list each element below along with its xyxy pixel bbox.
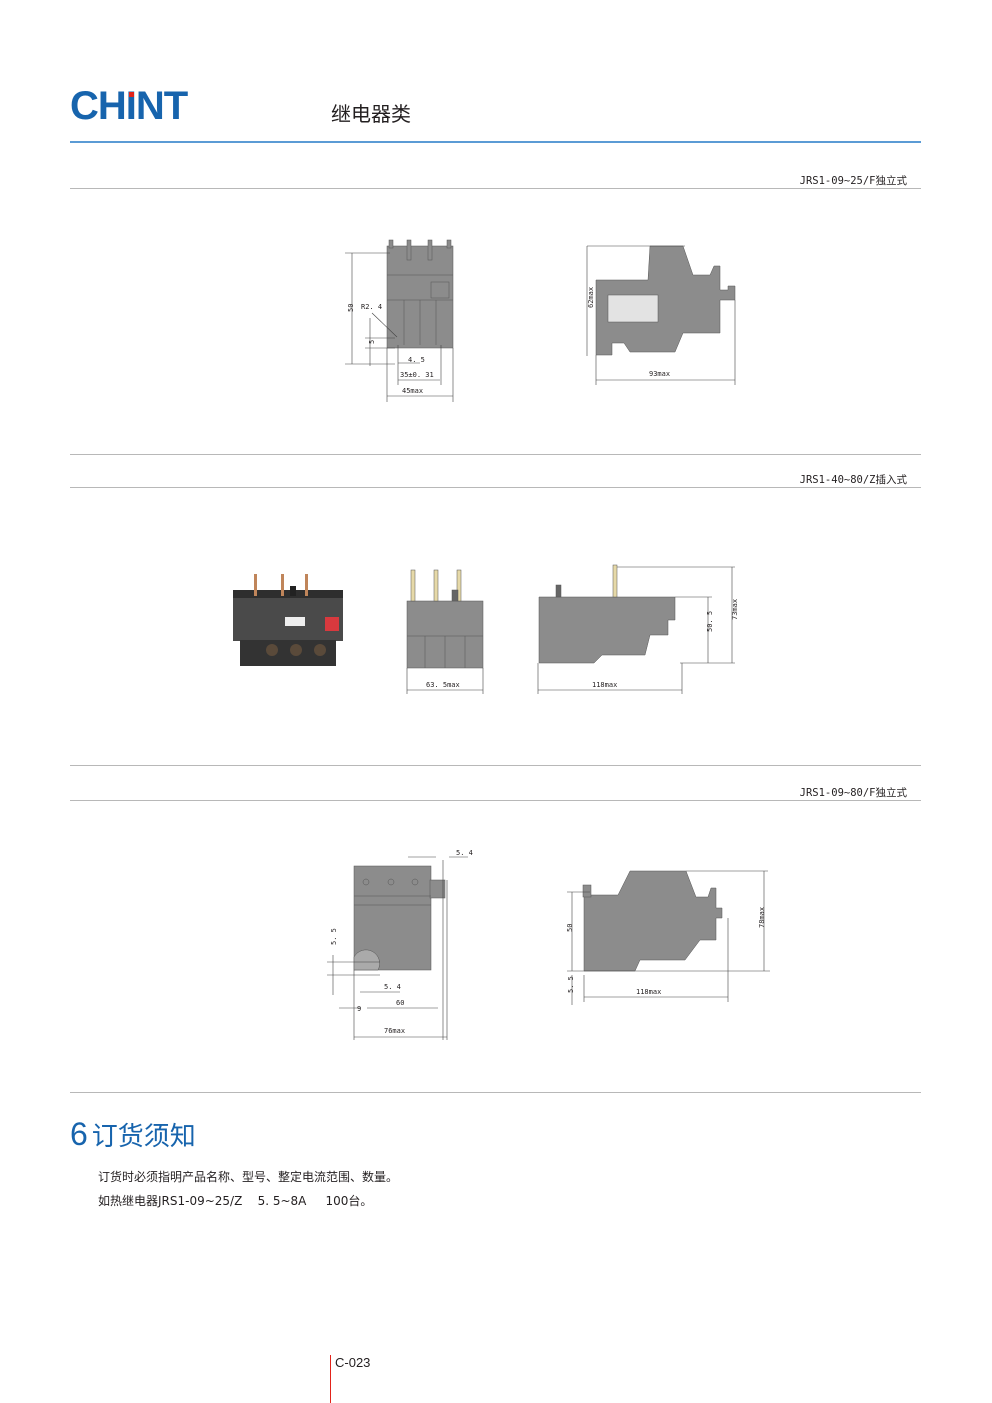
dim-side-total: 78max	[758, 907, 766, 928]
footer-divider	[330, 1355, 331, 1403]
section-label-3: JRS1-09~80/F独立式	[799, 787, 907, 799]
logo-i: I	[125, 84, 137, 128]
front-view-jrs1-80	[406, 569, 484, 669]
dim-top-offset: 5. 4	[456, 849, 473, 857]
category-title: 继电器类	[331, 102, 411, 126]
dim-width: 63. 5max	[426, 681, 460, 689]
side-view-jrs1-25	[595, 245, 736, 356]
ordering-example: 如热继电器JRS1-09~25/Z 5. 5~8A 100台。	[98, 1194, 373, 1208]
dim-width: 76max	[384, 1027, 405, 1035]
dim-side-width: 93max	[649, 370, 670, 378]
section-divider	[70, 800, 921, 801]
section-label-1: JRS1-09~25/F独立式	[799, 175, 907, 187]
dim-width: 45max	[402, 387, 423, 395]
dim-side-height: 50	[566, 924, 574, 932]
dim-side-width: 118max	[636, 988, 661, 996]
page-number: C-023	[335, 1355, 371, 1370]
section-divider	[70, 188, 921, 189]
section-divider	[70, 1092, 921, 1093]
dim-offset: 4. 5	[408, 356, 425, 364]
section-number: 6	[70, 1116, 88, 1152]
section-label-2: JRS1-40~80/Z插入式	[799, 474, 907, 486]
dim-radius: R2. 4	[361, 303, 382, 311]
front-view-jrs1-25	[386, 239, 454, 349]
product-photo-jrs1-80	[233, 574, 343, 666]
dim-height: 50. 5	[706, 611, 714, 632]
dim-pitch: 60	[396, 999, 404, 1007]
dim-hole-offset: 5. 4	[384, 983, 401, 991]
header-rule	[70, 141, 921, 143]
side-view-jrs1-80	[538, 564, 676, 664]
logo-part: CH	[70, 84, 127, 128]
logo-part: NT	[135, 84, 188, 128]
dim-side-height: 62max	[587, 287, 595, 308]
section-divider	[70, 454, 921, 455]
dim-gap: 5	[368, 340, 376, 344]
dim-edge: 9	[357, 1005, 361, 1013]
dim-total-height: 73max	[731, 599, 739, 620]
dim-side-width: 118max	[592, 681, 617, 689]
dimension-lines	[327, 245, 770, 1040]
dim-left-offset: 5. 5	[330, 928, 338, 945]
dim-side-bottom: 5. 5	[567, 976, 575, 993]
dimension-labels: 50 R2. 4 5 4. 5 35±0. 31 45max 62max 93m…	[330, 287, 766, 1035]
ordering-line: 订货时必须指明产品名称、型号、整定电流范围、数量。	[98, 1170, 399, 1184]
section-divider	[70, 765, 921, 766]
front-view-jrs1-09-80	[353, 865, 446, 971]
side-view-jrs1-09-80	[582, 870, 723, 972]
section-title: 订货须知	[91, 1122, 196, 1152]
section-divider	[70, 487, 921, 488]
dim-pitch: 35±0. 31	[400, 371, 434, 379]
dim-height: 50	[347, 304, 355, 312]
